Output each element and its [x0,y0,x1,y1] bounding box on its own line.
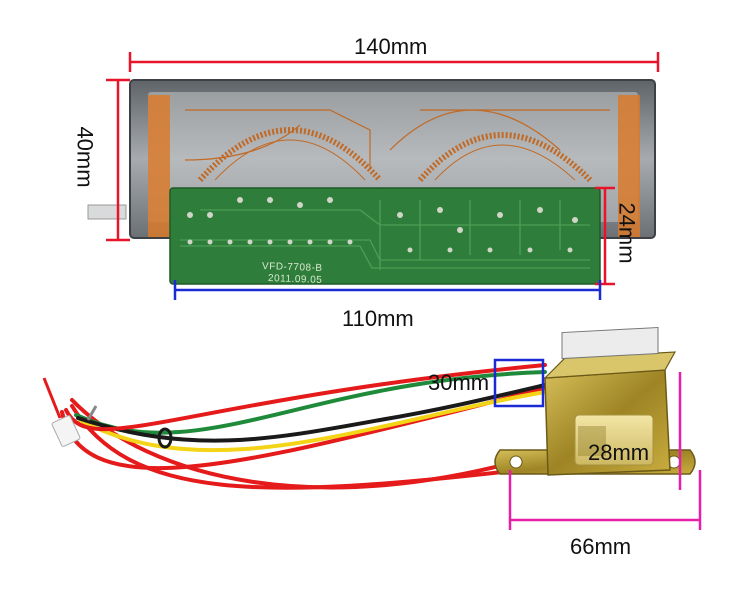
dimension-110mm [173,280,602,300]
wire-red-4 [64,363,547,432]
transformer-depth-label: 30mm [428,370,490,395]
transformer-width-label: 66mm [570,534,632,559]
pcb-board [169,187,601,285]
transformer-coil [574,414,654,466]
display-width-label: 140mm [354,34,428,59]
board-date-marking: 2011.09.05 [267,273,323,286]
pcb-solder-pads [187,197,578,253]
dimension-40mm [106,78,130,242]
vfd-segment-pattern-left [184,109,383,183]
wire-harness [60,363,547,490]
vfd-left-end-cap [148,95,170,237]
dimension-66mm [508,470,702,530]
cable-tie [157,427,173,449]
wire-black [76,383,547,443]
vfd-segment-pattern-right [389,109,610,183]
dimension-140mm [128,52,660,72]
dimension-30mm [493,358,545,408]
jst-connector-icon [42,377,98,447]
vfd-right-end-cap [618,95,640,237]
pcb-substrate [169,187,601,285]
wire-red-2 [70,404,522,490]
transformer-core-top [543,351,677,379]
transformer-height-label: 28mm [588,440,650,465]
vfd-pin-tab [87,204,127,220]
board-model-marking: VFD-7708-B [261,260,323,275]
display-height-label: 40mm [72,126,98,188]
pcb-traces [180,200,590,270]
wire-yellow [78,390,547,453]
transformer-coil-window [578,426,606,456]
board-width-label: 110mm [342,306,414,331]
power-transformer-icon [494,326,696,476]
board-height-label: 24mm [614,202,640,264]
dimension-24mm [595,186,615,286]
bracket-hole-left [509,455,523,469]
transformer-label-plate [561,326,659,360]
